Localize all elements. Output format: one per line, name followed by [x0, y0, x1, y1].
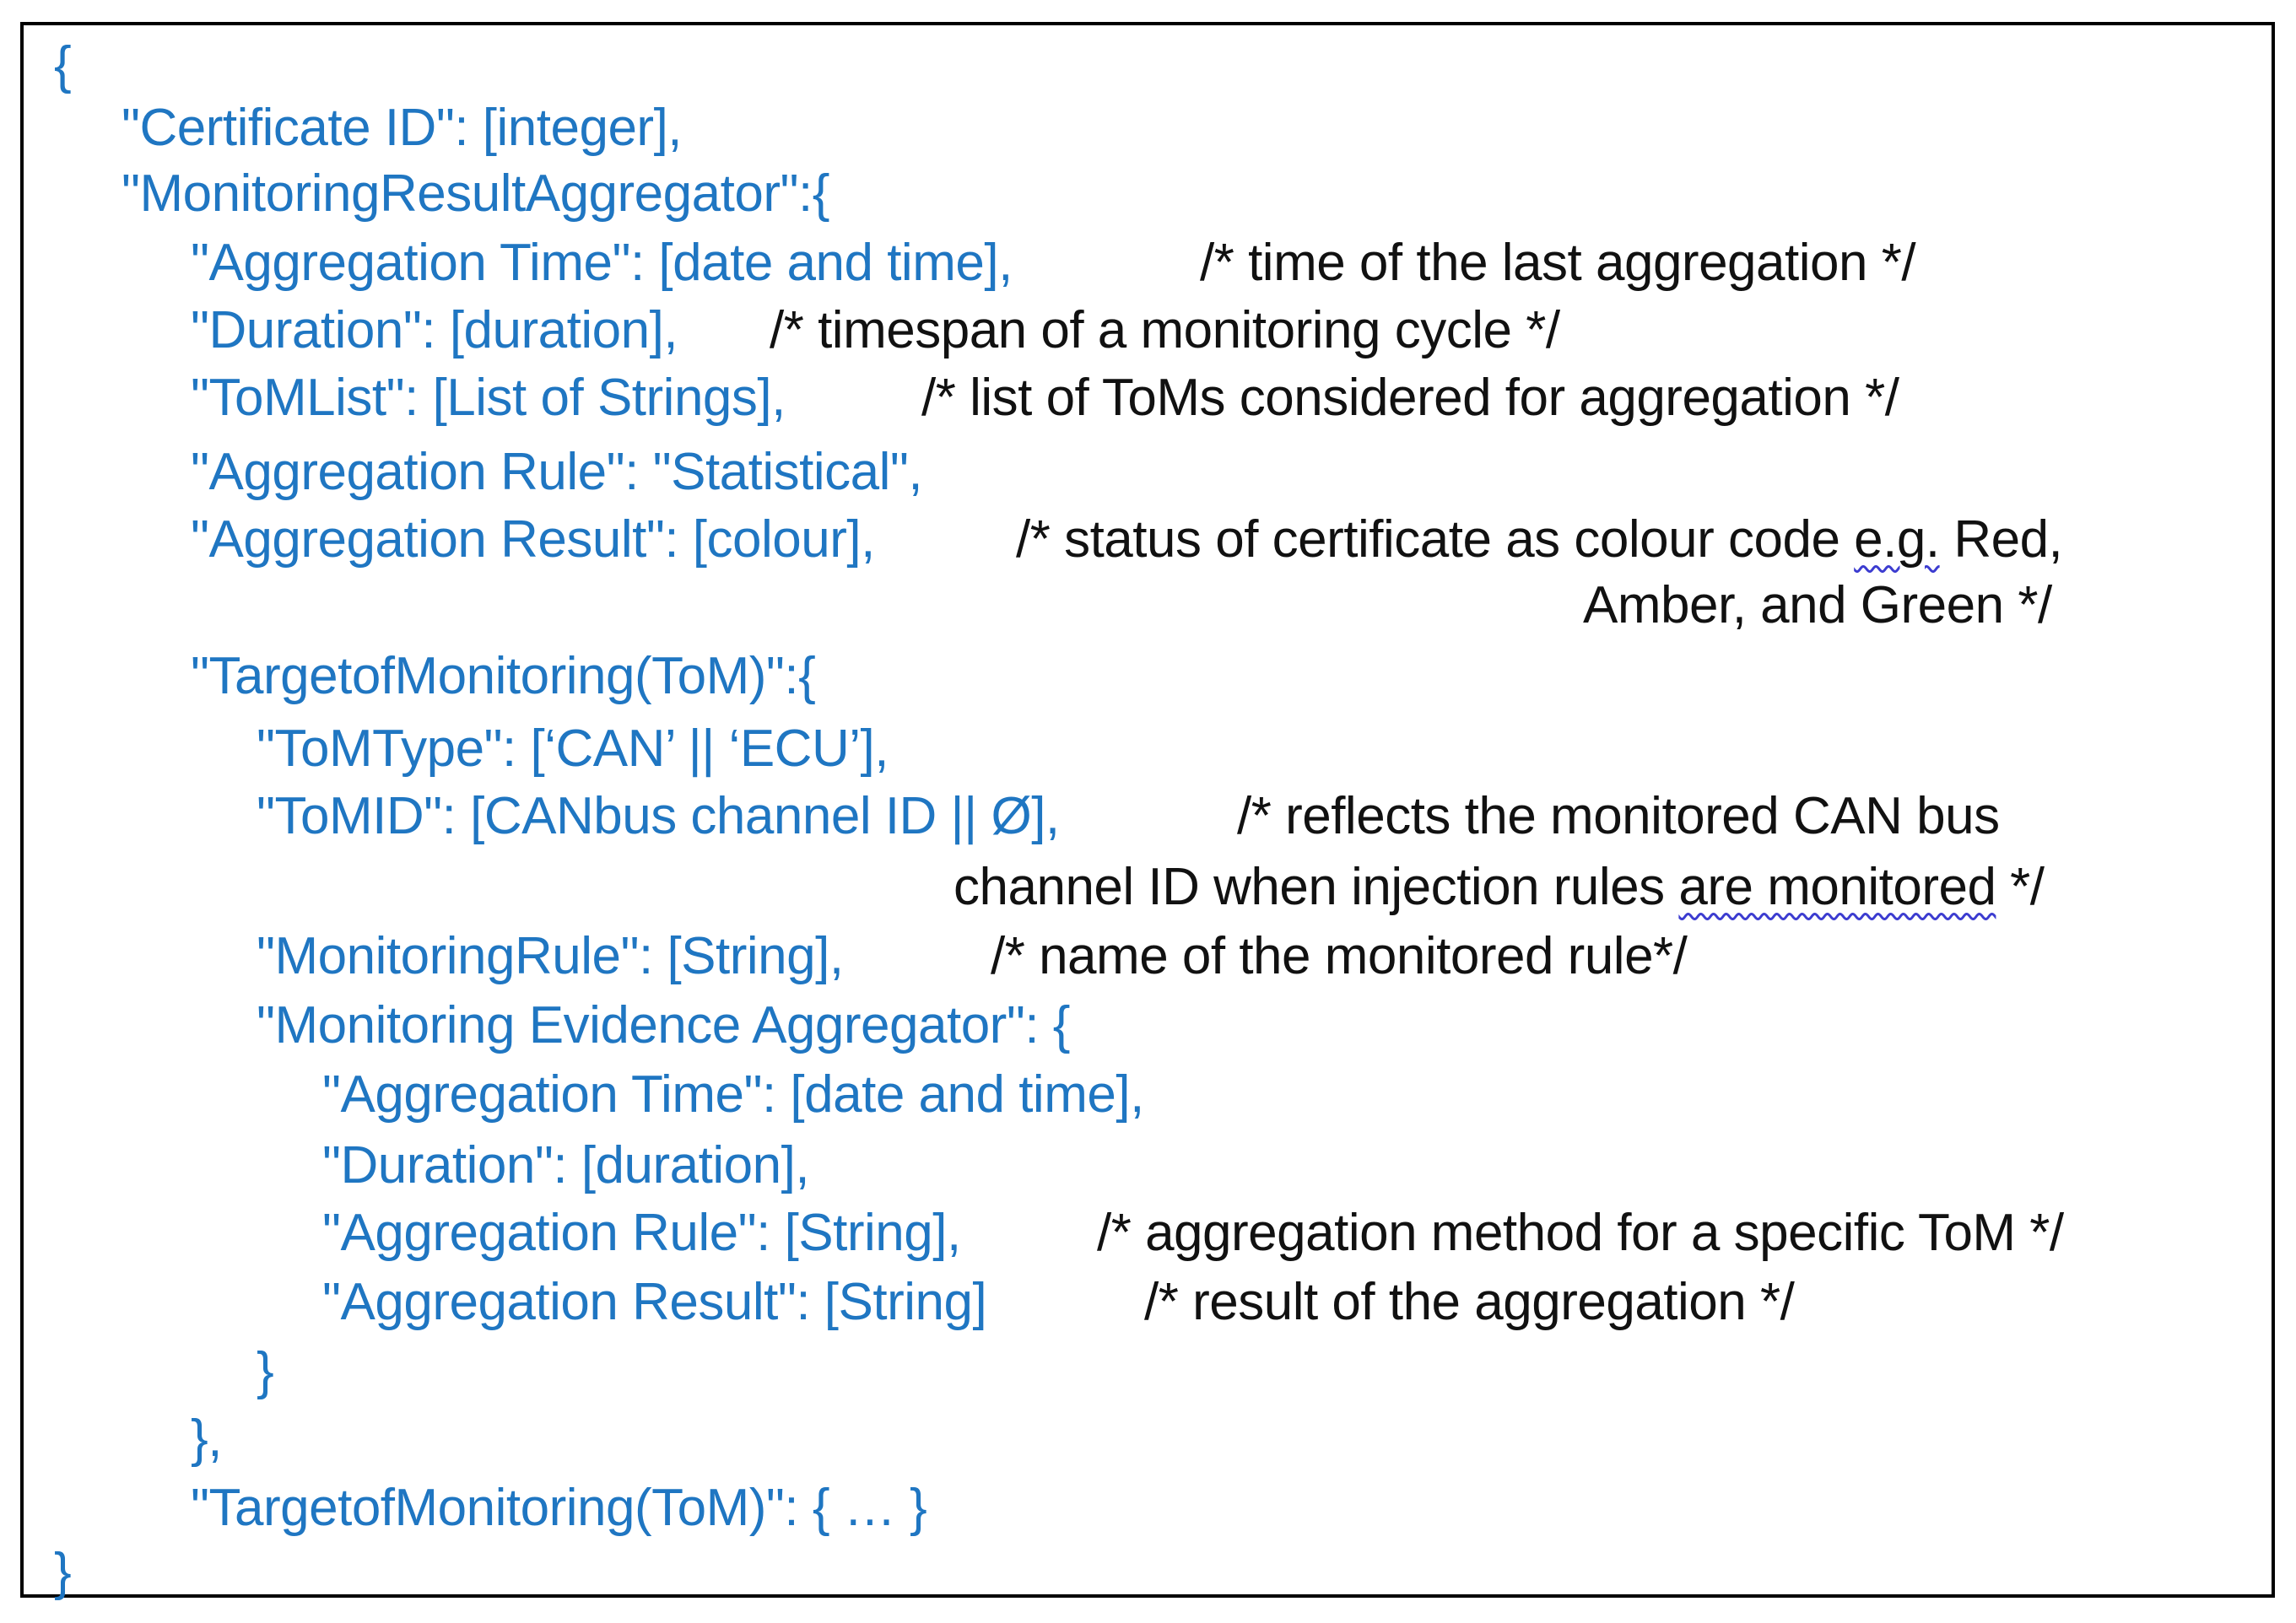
spellcheck-squiggle-eg: e.g.	[1854, 510, 1940, 569]
comment-tomid-continued-part-1: channel ID when injection rules	[954, 858, 1679, 916]
code-line-evidence-aggregation-time: "Aggregation Time": [date and time],	[322, 1065, 1144, 1124]
code-line-close-brace: }	[54, 1543, 72, 1601]
code-line-aggregation-rule: "Aggregation Rule": "Statistical",	[191, 443, 923, 501]
code-line-aggregation-result: "Aggregation Result": [colour],	[191, 510, 875, 569]
code-line-close-evidence-brace: }	[257, 1342, 274, 1400]
comment-duration: /* timespan of a monitoring cycle */	[770, 301, 1560, 359]
code-line-evidence-aggregation-result: "Aggregation Result": [String]	[322, 1273, 987, 1331]
code-line-tomtype: "ToMType": [‘CAN’ || ‘ECU’],	[257, 720, 889, 778]
code-line-aggregation-time: "Aggregation Time": [date and time],	[191, 234, 1013, 292]
comment-tomid-continued-part-2: */	[1996, 858, 2045, 916]
comment-aggregation-result-part-2: Red,	[1939, 510, 2063, 569]
code-line-tomlist: "ToMList": [List of Strings],	[191, 369, 786, 427]
code-listing-frame	[20, 22, 2275, 1598]
code-line-monitoring-evidence-aggregator: "Monitoring Evidence Aggregator": {	[257, 996, 1071, 1054]
code-line-monitoring-rule: "MonitoringRule": [String],	[257, 927, 844, 985]
code-line-certificate-id: "Certificate ID": [integer],	[122, 99, 683, 157]
code-line-close-tom-brace: },	[191, 1410, 222, 1468]
code-line-evidence-aggregation-rule: "Aggregation Rule": [String],	[322, 1204, 961, 1262]
comment-tomlist: /* list of ToMs considered for aggregati…	[921, 369, 1899, 427]
code-line-tomid: "ToMID": [CANbus channel ID || Ø],	[257, 787, 1060, 845]
code-line-open-brace: {	[54, 36, 72, 94]
comment-monitoring-rule: /* name of the monitored rule*/	[991, 927, 1688, 985]
code-line-evidence-duration: "Duration": [duration],	[322, 1136, 810, 1194]
code-line-duration: "Duration": [duration],	[191, 301, 678, 359]
comment-aggregation-result: /* status of certificate as colour code …	[1016, 510, 2063, 570]
comment-tomid-continued: channel ID when injection rules are moni…	[954, 857, 2045, 918]
comment-aggregation-time: /* time of the last aggregation */	[1200, 234, 1916, 292]
code-line-target-of-monitoring-ellipsis: "TargetofMonitoring(ToM)": { … }	[191, 1479, 927, 1537]
code-line-target-of-monitoring: "TargetofMonitoring(ToM)":{	[191, 647, 816, 705]
code-line-monitoring-result-aggregator: "MonitoringResultAggregator":{	[122, 164, 829, 223]
comment-tomid: /* reflects the monitored CAN bus	[1237, 787, 2000, 845]
comment-aggregation-result-continued: Amber, and Green */	[1583, 576, 2052, 634]
spellcheck-squiggle-are-monitored: are monitored	[1678, 858, 1996, 916]
comment-evidence-aggregation-rule: /* aggregation method for a specific ToM…	[1097, 1204, 2064, 1262]
comment-aggregation-result-part-1: /* status of certificate as colour code	[1016, 510, 1855, 569]
comment-evidence-aggregation-result: /* result of the aggregation */	[1144, 1273, 1795, 1331]
